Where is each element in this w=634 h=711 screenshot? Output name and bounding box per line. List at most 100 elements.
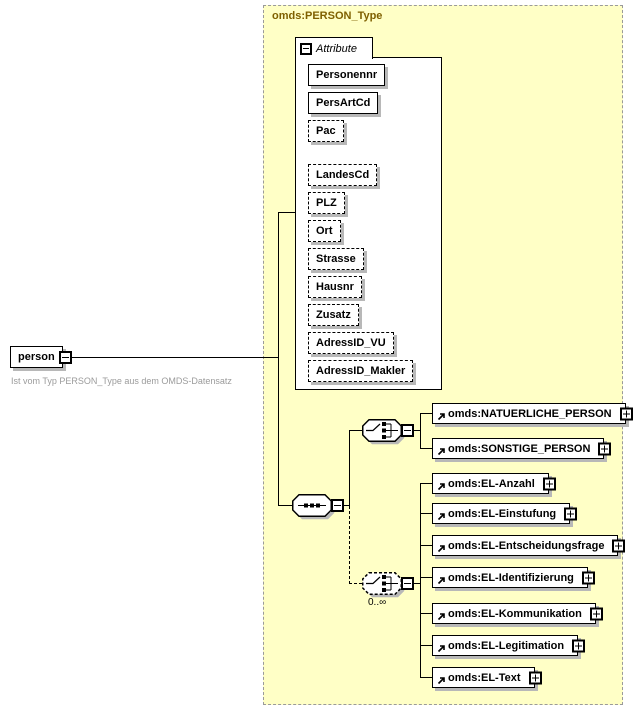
element-label: omds:EL-Anzahl bbox=[448, 477, 535, 490]
sequence-connector[interactable] bbox=[292, 494, 338, 528]
attribute-personennr[interactable]: Personennr bbox=[308, 64, 386, 86]
attribute-label: LandesCd bbox=[316, 169, 370, 181]
element-sonstige-person[interactable]: omds:SONSTIGE_PERSON bbox=[432, 438, 612, 459]
plus-icon bbox=[618, 542, 620, 549]
plus-icon bbox=[595, 610, 597, 617]
attributes-tab-label: Attribute bbox=[316, 42, 357, 55]
root-element-person[interactable]: person bbox=[10, 346, 63, 368]
element-el-kommunikation[interactable]: omds:EL-Kommunikation bbox=[432, 603, 603, 624]
attribute-hausnr[interactable]: Hausnr bbox=[308, 276, 362, 298]
attribute-label: PersArtCd bbox=[316, 97, 371, 109]
sequence-collapse-toggle[interactable] bbox=[331, 499, 344, 512]
element-label: omds:SONSTIGE_PERSON bbox=[448, 442, 591, 455]
attributes-tab[interactable]: Attribute bbox=[295, 37, 373, 59]
reference-arrow-icon bbox=[437, 545, 445, 553]
attribute-zusatz[interactable]: Zusatz bbox=[308, 304, 359, 326]
person-type-title: omds:PERSON_Type bbox=[272, 10, 383, 22]
attributes-collapse-toggle[interactable] bbox=[300, 42, 312, 55]
minus-icon bbox=[303, 48, 309, 49]
choice-icon bbox=[362, 419, 405, 445]
reference-arrow-icon bbox=[437, 577, 445, 585]
reference-arrow-icon bbox=[437, 413, 445, 421]
connector-line bbox=[278, 212, 279, 506]
reference-arrow-icon bbox=[437, 448, 445, 456]
attribute-label: Strasse bbox=[316, 253, 356, 265]
connector-line bbox=[349, 430, 350, 506]
element-label: omds:NATUERLICHE_PERSON bbox=[448, 407, 612, 420]
element-label: omds:EL-Legitimation bbox=[448, 639, 565, 652]
expand-toggle[interactable] bbox=[542, 477, 556, 490]
connector-line bbox=[278, 212, 295, 213]
expand-toggle[interactable] bbox=[581, 571, 595, 584]
element-el-identifizierung[interactable]: omds:EL-Identifizierung bbox=[432, 567, 595, 588]
attribute-label: Pac bbox=[316, 125, 336, 137]
attribute-label: Personennr bbox=[316, 69, 378, 81]
minus-icon bbox=[62, 357, 69, 358]
connector-line bbox=[420, 483, 432, 484]
connector-line bbox=[420, 645, 432, 646]
attribute-adressid-vu[interactable]: AdressID_VU bbox=[308, 332, 394, 354]
plus-icon bbox=[587, 574, 589, 581]
attribute-adressid-makler[interactable]: AdressID_Makler bbox=[308, 360, 414, 382]
root-annotation: Ist vom Typ PERSON_Type aus dem OMDS-Dat… bbox=[11, 376, 232, 386]
plus-icon bbox=[534, 674, 536, 681]
reference-arrow-icon bbox=[437, 677, 445, 685]
connector-line bbox=[420, 545, 432, 546]
choice-connector-person[interactable] bbox=[362, 419, 408, 453]
element-label: omds:EL-Einstufung bbox=[448, 507, 557, 520]
plus-icon bbox=[570, 510, 572, 517]
expand-toggle[interactable] bbox=[619, 407, 633, 420]
reference-arrow-icon bbox=[437, 645, 445, 653]
plus-icon bbox=[548, 480, 550, 487]
connector-line bbox=[278, 505, 292, 506]
expand-toggle[interactable] bbox=[598, 442, 612, 455]
element-label: omds:EL-Text bbox=[448, 671, 521, 684]
connector-line-dashed bbox=[349, 506, 350, 584]
attribute-label: Hausnr bbox=[316, 281, 354, 293]
minus-icon bbox=[404, 583, 411, 584]
connector-line bbox=[414, 583, 420, 584]
element-natuerliche-person[interactable]: omds:NATUERLICHE_PERSON bbox=[432, 403, 633, 424]
element-el-legitimation[interactable]: omds:EL-Legitimation bbox=[432, 635, 586, 656]
element-el-text[interactable]: omds:EL-Text bbox=[432, 667, 542, 688]
connector-line bbox=[420, 513, 432, 514]
sequence-icon bbox=[292, 494, 335, 520]
minus-icon bbox=[334, 505, 341, 506]
person-collapse-toggle[interactable] bbox=[59, 351, 72, 364]
element-el-entscheidungsfrage[interactable]: omds:EL-Entscheidungsfrage bbox=[432, 535, 626, 556]
choice-connector-el[interactable] bbox=[362, 572, 408, 606]
root-element-label: person bbox=[18, 351, 55, 363]
attribute-landescd[interactable]: LandesCd bbox=[308, 164, 378, 186]
reference-arrow-icon bbox=[437, 483, 445, 491]
attribute-plz[interactable]: PLZ bbox=[308, 192, 345, 214]
attribute-label: Zusatz bbox=[316, 309, 351, 321]
connector-line bbox=[72, 357, 278, 358]
plus-icon bbox=[604, 445, 606, 452]
connector-line bbox=[420, 613, 432, 614]
connector-line bbox=[420, 413, 432, 414]
expand-toggle[interactable] bbox=[572, 639, 586, 652]
expand-toggle[interactable] bbox=[589, 607, 603, 620]
element-label: omds:EL-Kommunikation bbox=[448, 607, 582, 620]
choice-icon bbox=[362, 572, 405, 598]
minus-icon bbox=[404, 430, 411, 431]
connector-line-dashed bbox=[349, 583, 362, 584]
reference-arrow-icon bbox=[437, 613, 445, 621]
element-el-einstufung[interactable]: omds:EL-Einstufung bbox=[432, 503, 578, 524]
attribute-persartcd[interactable]: PersArtCd bbox=[308, 92, 379, 114]
expand-toggle[interactable] bbox=[528, 671, 542, 684]
expand-toggle[interactable] bbox=[564, 507, 578, 520]
choice-bottom-collapse-toggle[interactable] bbox=[401, 577, 414, 590]
connector-line bbox=[414, 430, 420, 431]
attribute-ort[interactable]: Ort bbox=[308, 220, 341, 242]
attribute-strasse[interactable]: Strasse bbox=[308, 248, 364, 270]
element-el-anzahl[interactable]: omds:EL-Anzahl bbox=[432, 473, 556, 494]
element-label: omds:EL-Identifizierung bbox=[448, 571, 574, 584]
connector-line bbox=[420, 448, 432, 449]
connector-line bbox=[420, 413, 421, 449]
connector-line bbox=[420, 483, 421, 678]
attribute-pac[interactable]: Pac bbox=[308, 120, 344, 142]
choice-top-collapse-toggle[interactable] bbox=[401, 424, 414, 437]
expand-toggle[interactable] bbox=[612, 539, 626, 552]
